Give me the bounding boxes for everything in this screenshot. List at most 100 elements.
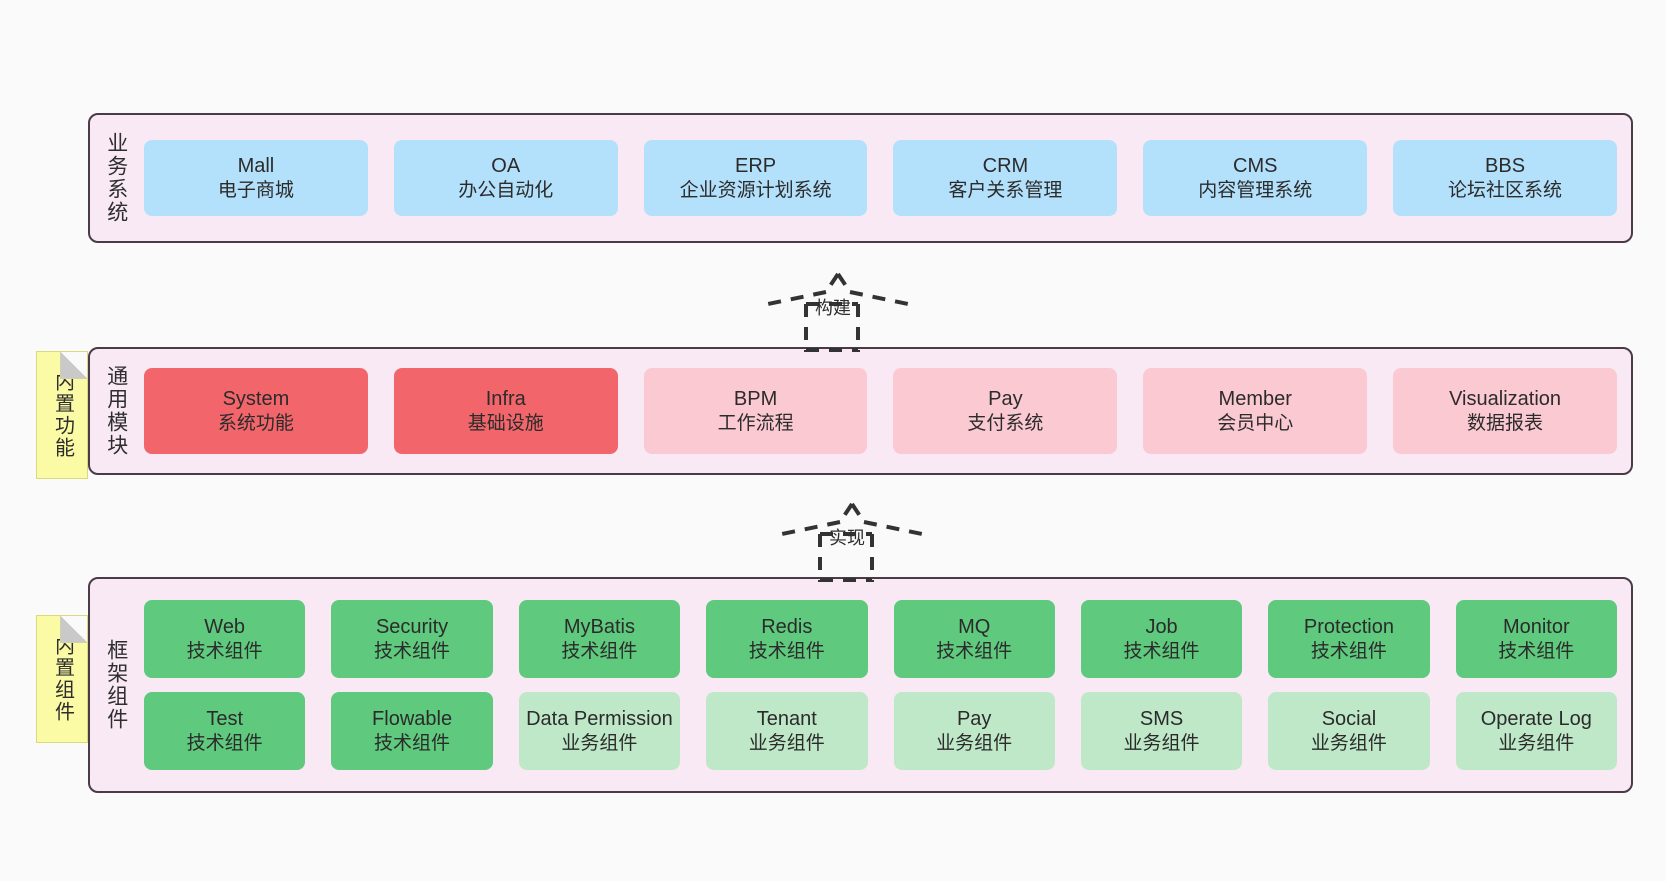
- card-infra[interactable]: Infra 基础设施: [393, 368, 618, 454]
- card-crm-desc: 客户关系管理: [948, 179, 1063, 201]
- common-module-row: System 系统功能 Infra 基础设施 BPM 工作流程 Pay 支付系统: [144, 368, 1617, 454]
- card-member-desc: 会员中心: [1217, 412, 1294, 434]
- card-bbs-desc: 论坛社区系统: [1448, 179, 1563, 201]
- card-mq[interactable]: MQ 技术组件: [893, 600, 1055, 678]
- card-social-desc: 业务组件: [1310, 732, 1387, 754]
- card-test[interactable]: Test 技术组件: [144, 692, 306, 770]
- business-component-row: Test 技术组件 Flowable 技术组件 Data Permission …: [144, 692, 1617, 770]
- card-mall[interactable]: Mall 电子商城: [144, 140, 368, 216]
- card-oa[interactable]: OA 办公自动化: [393, 140, 618, 216]
- card-monitor-name: Monitor: [1502, 616, 1570, 639]
- connector-implement-arrow-icon: [781, 502, 923, 582]
- card-mq-name: MQ: [958, 616, 991, 639]
- card-redis-name: Redis: [761, 616, 813, 639]
- layer-framework-component: 框架组件 Web 技术组件 Security 技术组件 MyBatis 技术组件: [88, 577, 1633, 793]
- card-visualization-name: Visualization: [1449, 388, 1562, 411]
- card-operate-log[interactable]: Operate Log 业务组件: [1455, 692, 1617, 770]
- connector-build: 构建: [758, 262, 918, 352]
- card-erp[interactable]: ERP 企业资源计划系统: [643, 140, 868, 216]
- card-infra-name: Infra: [485, 388, 526, 411]
- connector-build-arrow-icon: [767, 272, 909, 352]
- card-sms[interactable]: SMS 业务组件: [1080, 692, 1243, 770]
- card-protection[interactable]: Protection 技术组件: [1268, 600, 1430, 678]
- layer-business-system: 业务系统 Mall 电子商城 OA 办公自动化 ERP 企业资源计划系统: [88, 113, 1633, 243]
- layer-framework-component-body: Web 技术组件 Security 技术组件 MyBatis 技术组件 Redi…: [142, 579, 1631, 791]
- card-pay-component-name: Pay: [956, 708, 992, 731]
- card-operate-log-desc: 业务组件: [1498, 732, 1575, 754]
- card-mybatis[interactable]: MyBatis 技术组件: [518, 600, 681, 678]
- card-cms-desc: 内容管理系统: [1198, 179, 1313, 201]
- card-redis-desc: 技术组件: [748, 640, 825, 662]
- layer-framework-component-label: 框架组件: [104, 639, 128, 731]
- layer-common-module-label: 通用模块: [104, 365, 128, 457]
- card-cms[interactable]: CMS 内容管理系统: [1143, 140, 1368, 216]
- card-tenant[interactable]: Tenant 业务组件: [706, 692, 868, 770]
- card-mybatis-desc: 技术组件: [561, 640, 638, 662]
- card-social[interactable]: Social 业务组件: [1268, 692, 1430, 770]
- card-erp-name: ERP: [735, 155, 777, 178]
- card-pay-module[interactable]: Pay 支付系统: [893, 368, 1118, 454]
- connector-build-label: 构建: [815, 298, 851, 318]
- card-operate-log-name: Operate Log: [1480, 708, 1592, 731]
- card-web-desc: 技术组件: [186, 640, 263, 662]
- card-job-name: Job: [1145, 616, 1178, 639]
- tech-component-row: Web 技术组件 Security 技术组件 MyBatis 技术组件 Redi…: [144, 600, 1617, 678]
- business-system-row: Mall 电子商城 OA 办公自动化 ERP 企业资源计划系统 CRM 客户关系…: [144, 140, 1617, 216]
- card-sms-name: SMS: [1139, 708, 1184, 731]
- card-mq-desc: 技术组件: [936, 640, 1013, 662]
- card-security[interactable]: Security 技术组件: [331, 600, 493, 678]
- card-web[interactable]: Web 技术组件: [144, 600, 306, 678]
- card-system[interactable]: System 系统功能: [144, 368, 368, 454]
- connector-implement: 实现: [772, 492, 932, 582]
- card-security-desc: 技术组件: [374, 640, 451, 662]
- layer-business-system-label: 业务系统: [104, 132, 128, 224]
- card-bpm[interactable]: BPM 工作流程: [643, 368, 868, 454]
- card-mybatis-name: MyBatis: [563, 616, 635, 639]
- card-flowable-name: Flowable: [372, 708, 453, 731]
- card-test-name: Test: [206, 708, 244, 731]
- card-protection-name: Protection: [1303, 616, 1394, 639]
- note-builtin-components: 内置组件: [36, 615, 88, 743]
- note-builtin-features-label: 内置功能: [51, 371, 74, 459]
- connector-implement-label: 实现: [829, 528, 865, 548]
- card-data-permission[interactable]: Data Permission 业务组件: [518, 692, 681, 770]
- card-job-desc: 技术组件: [1123, 640, 1200, 662]
- card-bbs[interactable]: BBS 论坛社区系统: [1393, 140, 1617, 216]
- card-crm[interactable]: CRM 客户关系管理: [893, 140, 1118, 216]
- card-redis[interactable]: Redis 技术组件: [706, 600, 868, 678]
- card-crm-name: CRM: [982, 155, 1029, 178]
- card-bpm-name: BPM: [733, 388, 778, 411]
- card-pay-module-name: Pay: [988, 388, 1023, 411]
- card-monitor[interactable]: Monitor 技术组件: [1455, 600, 1617, 678]
- layer-business-system-body: Mall 电子商城 OA 办公自动化 ERP 企业资源计划系统 CRM 客户关系…: [142, 115, 1631, 241]
- card-system-name: System: [222, 388, 290, 411]
- card-web-name: Web: [204, 616, 246, 639]
- card-mall-name: Mall: [237, 155, 275, 178]
- card-visualization[interactable]: Visualization 数据报表: [1393, 368, 1617, 454]
- card-oa-desc: 办公自动化: [458, 179, 554, 201]
- card-pay-component[interactable]: Pay 业务组件: [893, 692, 1055, 770]
- card-monitor-desc: 技术组件: [1498, 640, 1575, 662]
- card-flowable[interactable]: Flowable 技术组件: [331, 692, 493, 770]
- card-member-name: Member: [1218, 388, 1292, 411]
- card-security-name: Security: [375, 616, 449, 639]
- card-member[interactable]: Member 会员中心: [1143, 368, 1368, 454]
- card-cms-name: CMS: [1233, 155, 1278, 178]
- layer-common-module-body: System 系统功能 Infra 基础设施 BPM 工作流程 Pay 支付系统: [142, 349, 1631, 473]
- card-bpm-desc: 工作流程: [717, 412, 794, 434]
- card-data-permission-name: Data Permission: [526, 708, 673, 731]
- card-pay-component-desc: 业务组件: [936, 732, 1013, 754]
- card-mall-desc: 电子商城: [217, 179, 294, 201]
- card-visualization-desc: 数据报表: [1467, 412, 1544, 434]
- card-oa-name: OA: [491, 155, 521, 178]
- card-tenant-desc: 业务组件: [748, 732, 825, 754]
- card-test-desc: 技术组件: [186, 732, 263, 754]
- card-flowable-desc: 技术组件: [374, 732, 451, 754]
- note-builtin-components-label: 内置组件: [51, 635, 74, 723]
- card-job[interactable]: Job 技术组件: [1080, 600, 1243, 678]
- card-data-permission-desc: 业务组件: [561, 732, 638, 754]
- card-infra-desc: 基础设施: [467, 412, 544, 434]
- card-protection-desc: 技术组件: [1310, 640, 1387, 662]
- card-erp-desc: 企业资源计划系统: [679, 179, 832, 201]
